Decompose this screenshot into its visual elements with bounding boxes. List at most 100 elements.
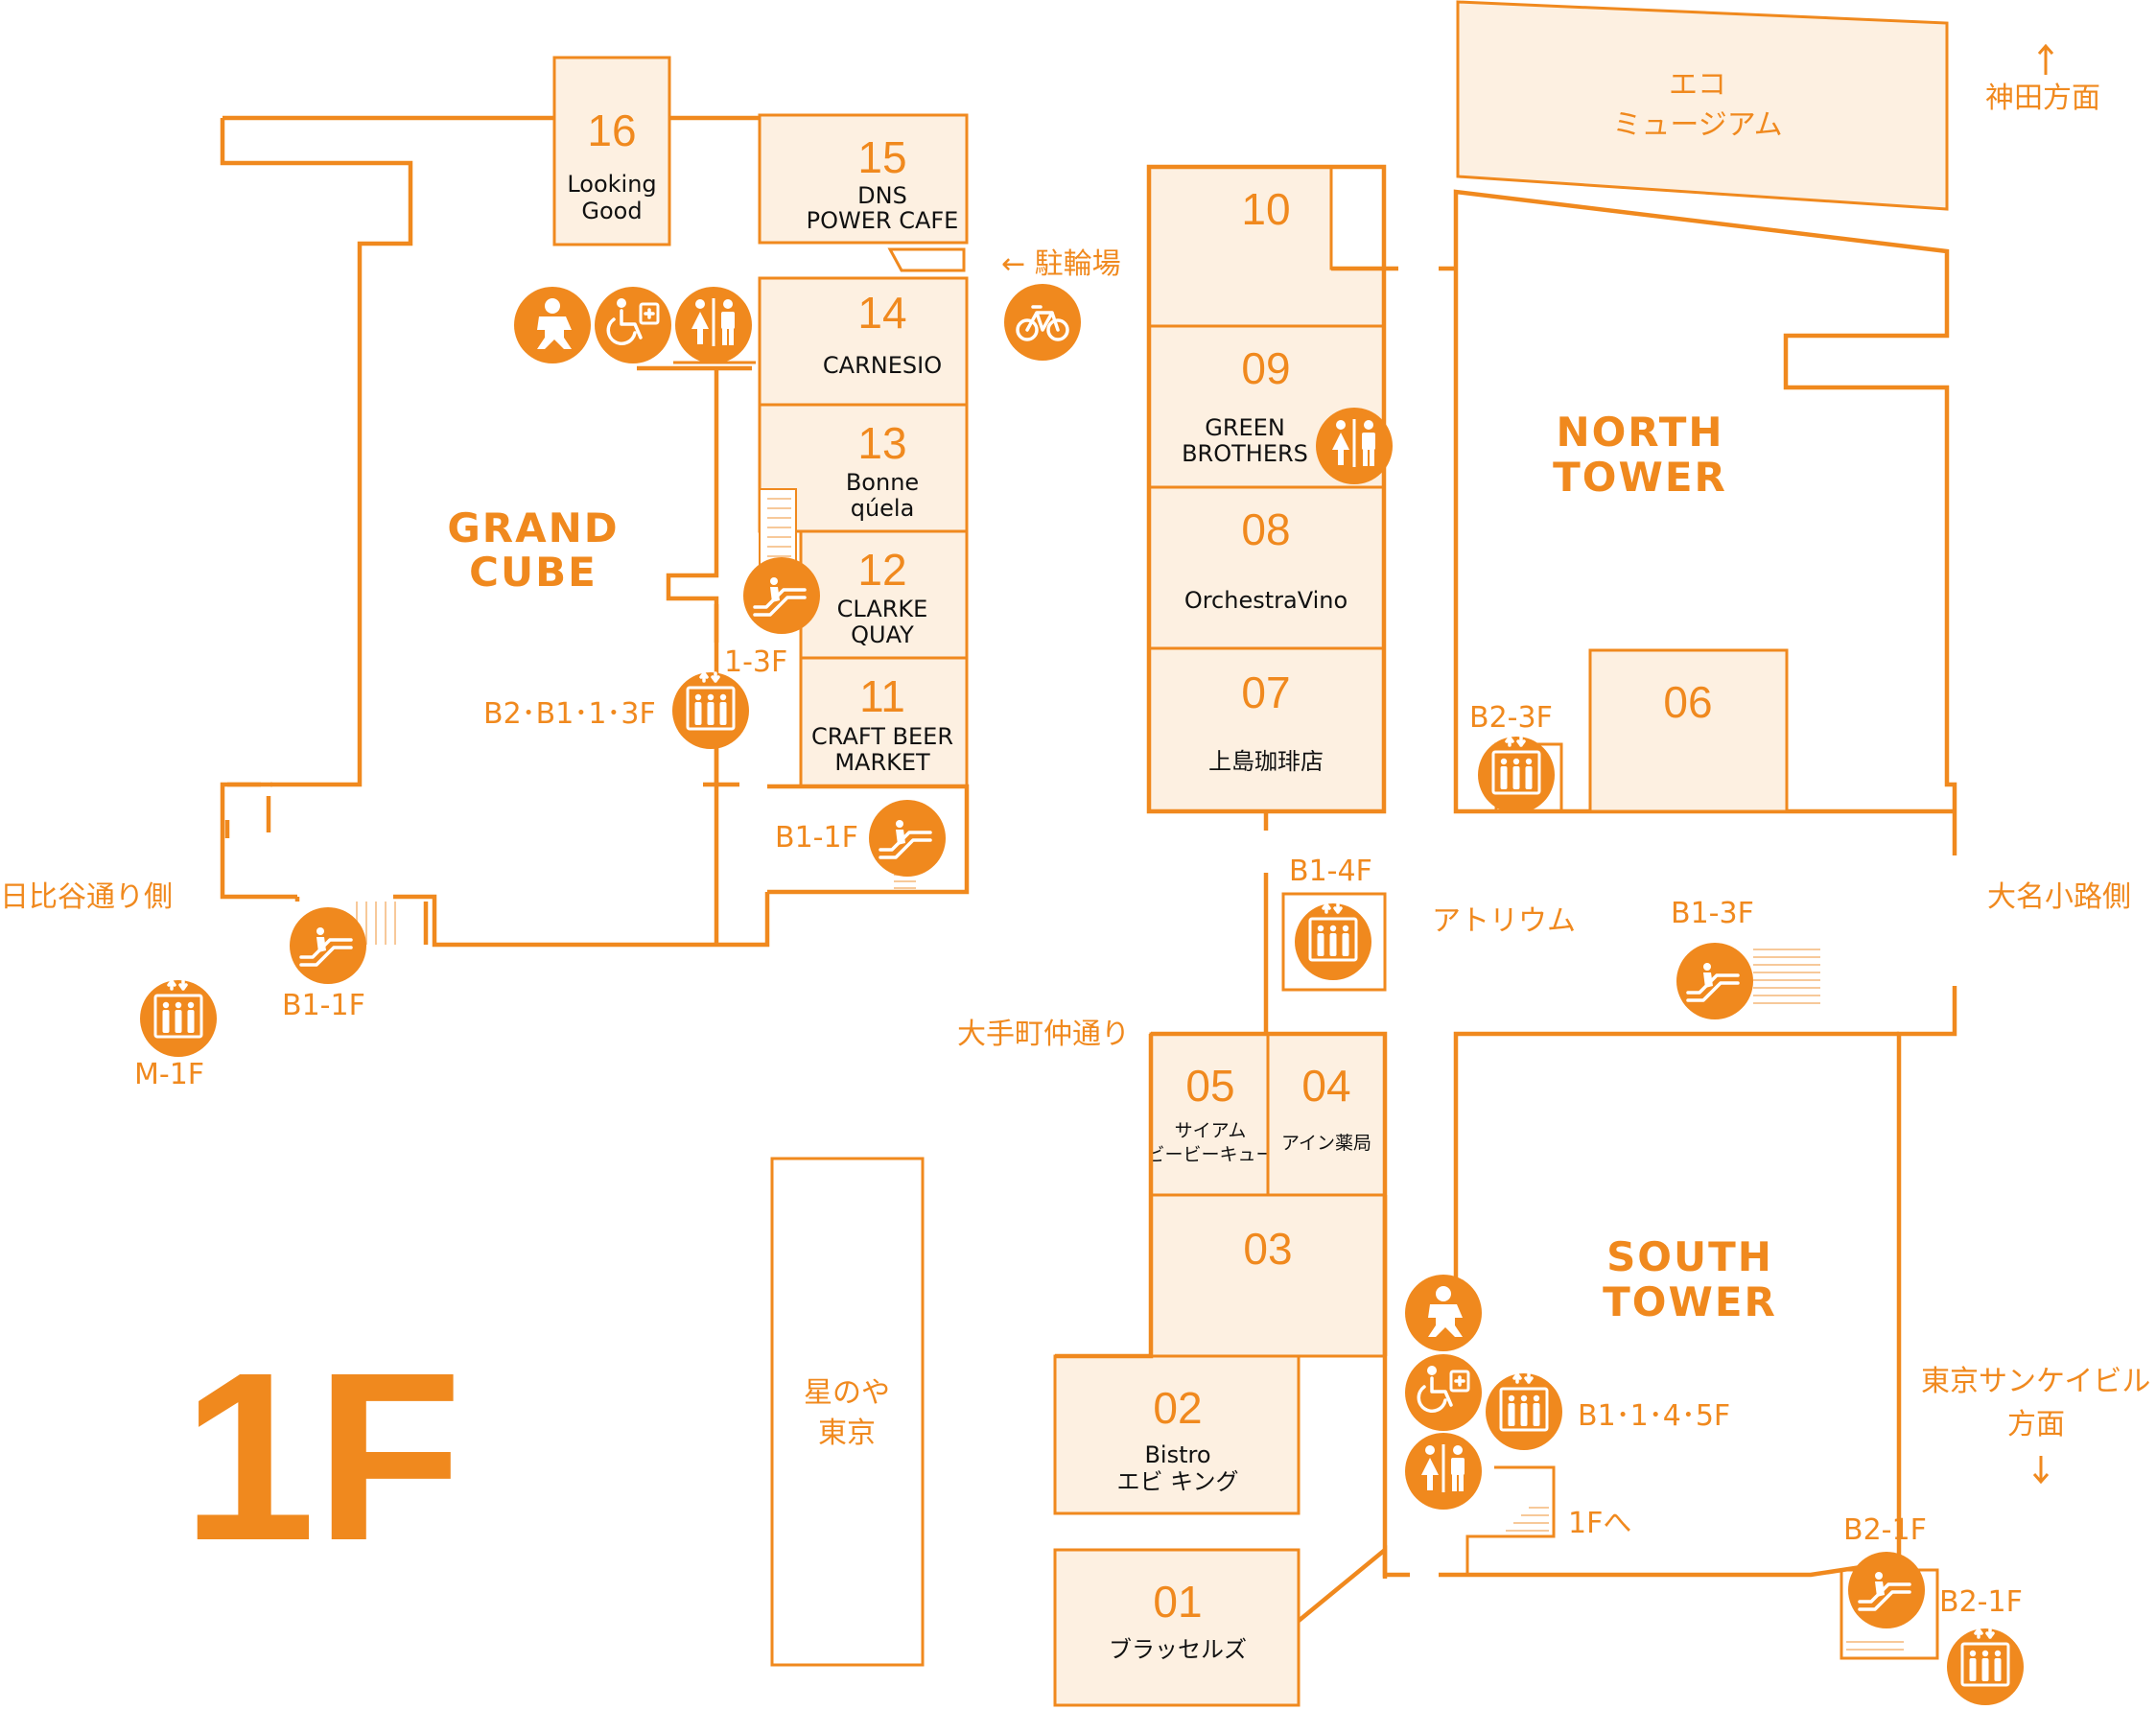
shop-name: DNS	[857, 182, 907, 209]
south-tower-label: SOUTH	[1606, 1233, 1773, 1280]
floor-label-b1-3f: B1-3F	[1671, 897, 1754, 930]
shop-13[interactable]: 13 Bonne qúela	[758, 403, 969, 533]
north-tower-label: TOWER	[1553, 454, 1727, 501]
direction-otemachi: 大手町仲通り	[957, 1018, 1130, 1051]
shop-number: 04	[1301, 1061, 1350, 1111]
baby-care-icon[interactable]	[514, 287, 591, 363]
shop-name: アイン薬局	[1281, 1133, 1371, 1154]
shop-name: OrchestraVino	[1184, 587, 1348, 614]
grand-cube-label: CUBE	[469, 549, 598, 596]
restroom-icon[interactable]	[675, 287, 752, 363]
bicycle-ramp	[887, 247, 966, 272]
shop-01[interactable]: 01 ブラッセルズ	[1053, 1548, 1301, 1707]
shop-03[interactable]: 03	[1149, 1193, 1387, 1358]
shop-07[interactable]: 07 上島珈琲店	[1147, 646, 1386, 813]
shop-12[interactable]: 12 CLARKE QUAY	[799, 529, 969, 660]
shop-name: 上島珈琲店	[1208, 748, 1324, 775]
shop-number: 11	[859, 671, 905, 721]
shop-10[interactable]: 10	[1147, 165, 1386, 328]
shop-name: Good	[581, 198, 642, 224]
shop-name: qúela	[851, 495, 915, 522]
floor-label-b1-1f: B1-1F	[775, 821, 858, 855]
hoshinoya-label: 星のや	[804, 1376, 890, 1410]
shop-06[interactable]: 06	[1588, 648, 1789, 813]
restroom-icon[interactable]	[1316, 408, 1393, 484]
floor-label-b1-1-4-5f: B1･1･4･5F	[1578, 1399, 1730, 1433]
elevator-icon[interactable]	[1476, 735, 1557, 815]
shop-16[interactable]: 16 Looking Good	[552, 56, 671, 246]
shop-11[interactable]: 11 CRAFT BEER MARKET	[799, 656, 969, 788]
floor-label-m-1f: M-1F	[134, 1058, 204, 1091]
escalator-icon[interactable]	[1846, 1550, 1927, 1630]
accessible-toilet-icon[interactable]	[593, 285, 673, 365]
hoshinoya: 星のや 東京	[770, 1157, 925, 1667]
floor-label-b1-1f: B1-1F	[282, 989, 365, 1022]
shop-02[interactable]: 02 Bistro エビ キング	[1053, 1354, 1301, 1515]
eco-museum: エコ ミュージアム	[1456, 0, 1949, 211]
elevator-icon[interactable]	[138, 978, 219, 1059]
shop-number: 06	[1663, 677, 1712, 727]
shop-name: CARNESIO	[823, 352, 942, 379]
shop-number: 01	[1153, 1577, 1202, 1627]
escalator-icon[interactable]	[741, 555, 822, 636]
shop-15[interactable]: 15 DNS POWER CAFE	[758, 113, 969, 245]
shop-08[interactable]: 08 OrchestraVino	[1147, 485, 1386, 650]
shop-name: Bonne	[846, 469, 919, 496]
shop-number: 09	[1241, 343, 1290, 393]
shop-number: 05	[1185, 1061, 1234, 1111]
shop-04[interactable]: 04 アイン薬局	[1266, 1032, 1387, 1197]
north-tower-label: NORTH	[1556, 409, 1723, 456]
shop-05[interactable]: 05 サイアム ビービーキュー	[1146, 1032, 1275, 1197]
shop-number: 10	[1241, 184, 1290, 234]
floor-label-b1-4f: B1-4F	[1289, 855, 1372, 888]
shop-number: 08	[1241, 504, 1290, 554]
baby-care-icon[interactable]	[1405, 1275, 1482, 1351]
shop-number: 15	[857, 132, 906, 182]
grand-cube-label: GRAND	[447, 504, 619, 551]
shop-number: 07	[1241, 668, 1290, 717]
elevator-icon[interactable]	[1484, 1371, 1564, 1452]
elevator-icon[interactable]	[1293, 902, 1373, 982]
shop-name: サイアム	[1175, 1120, 1247, 1141]
escalator-icon[interactable]	[288, 905, 368, 986]
shop-name: POWER CAFE	[807, 207, 959, 234]
floor-label-b2-3f: B2･B1･1･3F	[483, 697, 656, 731]
escalator-icon[interactable]	[867, 798, 948, 878]
elevator-icon[interactable]	[1945, 1627, 2026, 1707]
accessible-toilet-icon[interactable]	[1403, 1352, 1484, 1433]
floor-label-1-3f: 1-3F	[724, 645, 787, 679]
stairs-atrium	[1753, 949, 1820, 1004]
stairs-1f-wall	[1465, 1465, 1556, 1575]
eco-museum-label: エコ	[1669, 68, 1726, 102]
floor-label-b2-1f: B2-1F	[1939, 1585, 2023, 1619]
direction-sankei: 方面	[2007, 1408, 2065, 1441]
bicycle-icon[interactable]	[1002, 282, 1083, 363]
floor-label-b2-3f-north: B2-3F	[1469, 701, 1553, 735]
south-tower-label: TOWER	[1603, 1278, 1777, 1325]
restroom-icon[interactable]	[1405, 1433, 1482, 1510]
floor-title: 1F	[182, 1323, 462, 1590]
escalator-icon[interactable]	[1675, 941, 1755, 1021]
shop-name: BROTHERS	[1182, 440, 1308, 467]
shop-14[interactable]: 14 CARNESIO	[758, 276, 969, 407]
direction-hibiya: 日比谷通り側	[0, 880, 173, 914]
direction-sankei: 東京サンケイビル	[1921, 1365, 2150, 1398]
eco-museum-label: ミュージアム	[1612, 108, 1782, 142]
stairs-cube	[759, 488, 797, 567]
bicycle-parking-label: ← 駐輪場	[1001, 247, 1121, 281]
shop-name: ビービーキュー	[1146, 1144, 1274, 1165]
shop-name: Bistro	[1144, 1441, 1210, 1468]
elevator-icon[interactable]	[670, 670, 751, 751]
direction-kanda: 神田方面	[1985, 82, 2100, 115]
shop-09[interactable]: 09 GREEN BROTHERS	[1147, 324, 1386, 489]
grand-cube-east-wall	[767, 784, 970, 890]
shop-number: 13	[857, 418, 906, 468]
atrium-label: アトリウム	[1432, 904, 1576, 938]
stairs-southeast	[1846, 1641, 1904, 1651]
shop-name: CLARKE	[837, 596, 928, 622]
north-tower-outline	[1453, 189, 1957, 855]
shop-name: ブラッセルズ	[1109, 1636, 1247, 1663]
direction-to-1f: 1Fへ	[1568, 1507, 1631, 1540]
shop-name: Looking	[567, 171, 656, 198]
